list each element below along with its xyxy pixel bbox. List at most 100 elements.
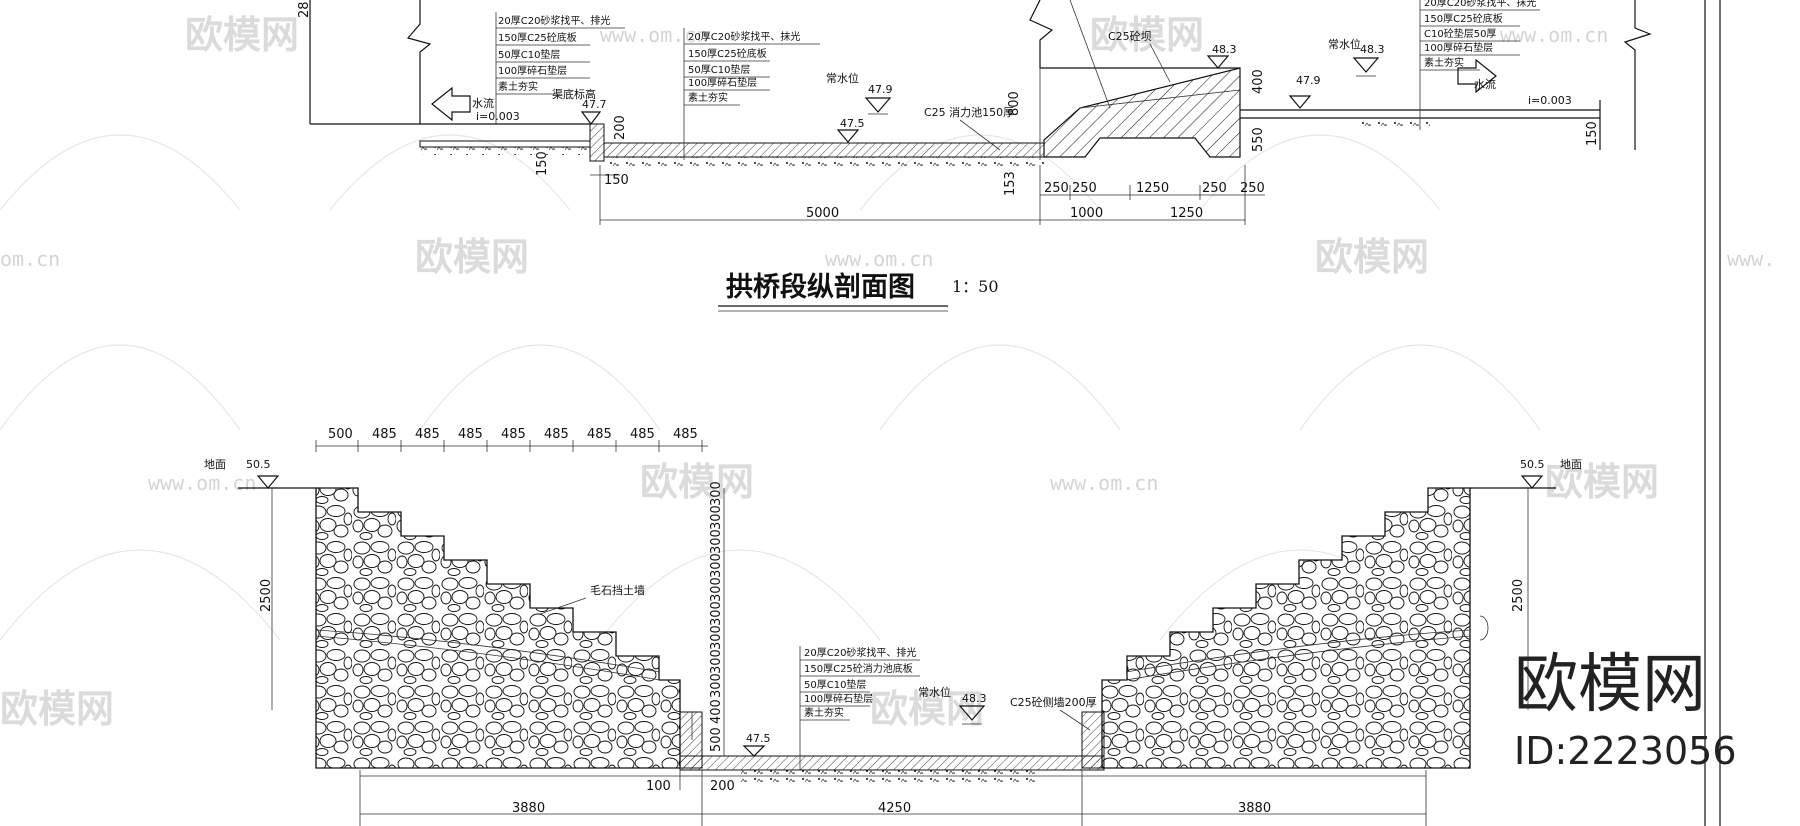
dim-label: 4250 (878, 801, 911, 816)
elevation-value: 48.3 (962, 692, 987, 705)
leader-line (1059, 709, 1091, 731)
top-section: 28 20厚C20砂浆找平、排光 150厚C25砼底板 50厚C10垫层 (297, 0, 1721, 826)
elevation-value: 50.5 (246, 458, 271, 471)
dim-label: 300 (709, 481, 724, 506)
watermark-layer: 欧模网 www.om.cn 欧模网 www.om.cn om.cn 欧模网 ww… (0, 13, 1775, 731)
model-id: ID:2223056 (1514, 729, 1737, 773)
layer-note: 150厚C25砼底板 (1424, 12, 1503, 25)
watermark-brand: 欧模网 (185, 13, 299, 57)
ground-label: 地面 (204, 458, 226, 471)
flow-label: 水流 (472, 96, 494, 110)
elevation-value: 47.9 (868, 83, 893, 96)
dim-label: 300 (709, 505, 724, 530)
wall-label: 毛石挡土墙 (590, 583, 645, 597)
layer-note: 素土夯实 (688, 91, 728, 104)
layer-note: 素土夯实 (498, 80, 538, 93)
watermark-brand: 欧模网 (640, 460, 754, 504)
soil-pool (604, 157, 1044, 167)
watermark-brand: 欧模网 (1315, 235, 1429, 279)
dim-label: 250 (1044, 181, 1069, 196)
water-level-label: 常水位 (1328, 37, 1361, 51)
dim-label: 485 (544, 427, 569, 442)
pool-slab (603, 142, 1045, 158)
watermark-url: www. (1727, 247, 1775, 271)
elevation-mark (1288, 95, 1312, 109)
layer-note: 50厚C10垫层 (688, 63, 750, 76)
watermark-brand: 欧模网 (1545, 460, 1659, 504)
layer-note: 150厚C25砼消力池底板 (804, 662, 913, 675)
elevation-mark (580, 111, 602, 125)
slope-label: i=0.003 (476, 110, 520, 123)
break-line (1623, 0, 1652, 150)
elevation-value: 47.5 (746, 732, 771, 745)
dim-label: 550 (1251, 127, 1266, 152)
dim-label: 150 (604, 173, 629, 188)
dim-label: 400 (1251, 69, 1266, 94)
dim-label: 485 (587, 427, 612, 442)
dim-label: 2500 (259, 579, 274, 612)
flow-arrow-left (431, 86, 471, 122)
watermark-url: www.om.cn (148, 471, 256, 495)
dim-label: 200 (613, 115, 628, 140)
layer-note: 100厚碎石垫层 (498, 64, 567, 77)
water-level-mark (958, 705, 986, 721)
soil-left (420, 147, 590, 155)
dim-label: 300 (709, 529, 724, 554)
wall-joint-line (315, 635, 661, 681)
pool-label: C25 消力池150厚 (924, 105, 1014, 119)
layer-note: 20厚C20砂浆找平、排光 (804, 646, 916, 659)
dim-label: 150 (535, 151, 550, 176)
flow-arrow-right (1457, 58, 1497, 94)
dim-label: 250 (1072, 181, 1097, 196)
leader-line (959, 119, 1001, 151)
dim-label: 800 (1007, 91, 1022, 116)
layer-notes-left: 20厚C20砂浆找平、排光 150厚C25砼底板 50厚C10垫层 100厚碎石… (496, 14, 625, 95)
dim-label: 153 (1003, 171, 1018, 196)
layer-note: 100厚碎石垫层 (688, 76, 757, 89)
top-dimensions: 5000 1000 1250 250 250 1250 250 250 150 … (535, 69, 1600, 225)
dim-label: 300 (709, 649, 724, 674)
dim-label: 5000 (806, 206, 839, 221)
layer-notes-mid: 20厚C20砂浆找平、抹光 150厚C25砼底板 50厚C10垫层 100厚碎石… (684, 30, 820, 106)
dim-label: 1250 (1136, 181, 1169, 196)
flow-label: 水流 (1474, 77, 1496, 91)
bottom-section: 500 485 485 485 485 485 485 485 485 地面 5… (204, 427, 1582, 826)
dim-label: 200 (710, 779, 735, 794)
side-wall-label: C25砼侧墙200厚 (1010, 695, 1097, 709)
bottom-dimensions: 3880 4250 3880 100 200 (359, 770, 1427, 826)
dim-label: 485 (501, 427, 526, 442)
layer-note: 150厚C25砼底板 (688, 47, 767, 60)
elevation-value: 47.5 (840, 117, 865, 130)
layer-note: 素土夯实 (1424, 56, 1464, 69)
dim-label: 100 (646, 779, 671, 794)
title-text: 拱桥段纵剖面图 (726, 271, 915, 303)
dam-label: C25砼坝 (1108, 29, 1152, 43)
water-level-label: 常水位 (918, 685, 951, 699)
brand-name: 欧模网 (1514, 648, 1706, 722)
water-level-label: 常水位 (826, 71, 859, 85)
elevation-mark (256, 475, 280, 489)
dim-label: 150 (1585, 121, 1600, 146)
dim-label: 500 (709, 727, 724, 752)
break-line (406, 0, 432, 124)
dim-label: 250 (1202, 181, 1227, 196)
layer-note: 100厚碎石垫层 (1424, 41, 1493, 54)
wall-joint-line (315, 629, 661, 673)
drop-step (589, 123, 605, 162)
layer-note: 150厚C25砼底板 (498, 31, 577, 44)
rubble-retaining-wall-right (1101, 487, 1471, 769)
dim-label: 500 (328, 427, 353, 442)
dim-label: 485 (458, 427, 483, 442)
elevation-value: 48.3 (1360, 43, 1385, 56)
water-level-mark (864, 97, 892, 113)
elevation-value: 47.7 (582, 98, 607, 111)
c25-dam (1043, 67, 1241, 158)
water-level-mark (1352, 57, 1380, 73)
layer-note: 100厚碎石垫层 (804, 692, 873, 705)
layer-note: 50厚C10垫层 (498, 48, 560, 61)
dim-label: 300 (709, 625, 724, 650)
bed-slab-left (419, 140, 591, 148)
leader-line (1149, 43, 1171, 83)
layer-note: C10砼垫层50厚 (1424, 27, 1496, 40)
